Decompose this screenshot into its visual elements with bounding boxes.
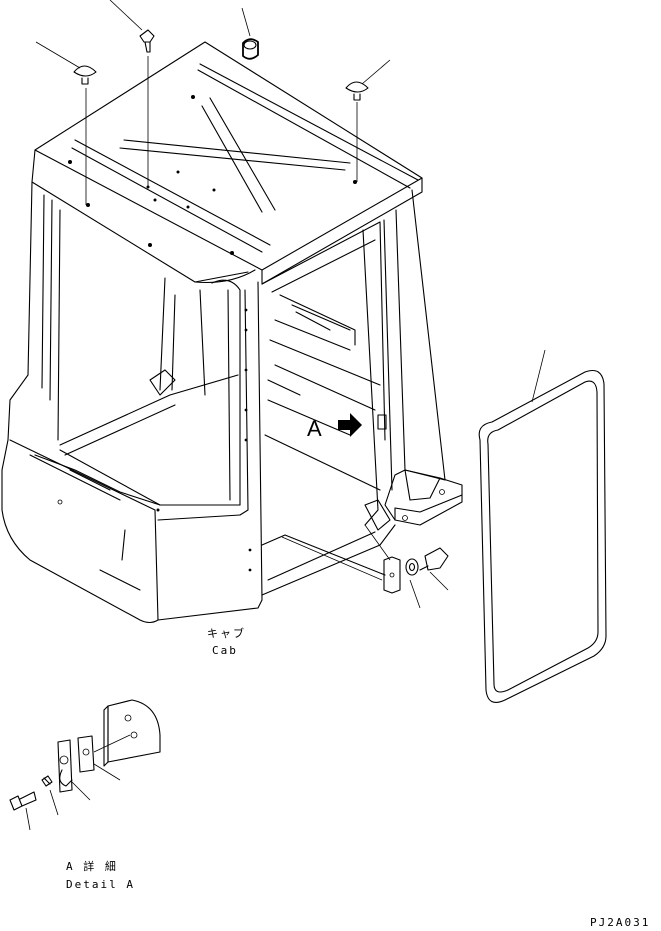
view-arrow <box>338 413 362 437</box>
cab-label-jp: キャブ <box>207 626 246 640</box>
detail-label-en: Detail A <box>66 878 135 891</box>
view-letter-a: A <box>307 416 322 441</box>
detail-label-jp: A 詳 細 <box>66 859 118 873</box>
window-seal <box>478 349 607 703</box>
detail-a-parts <box>9 699 161 831</box>
roof-fasteners <box>35 0 391 205</box>
drawing-code: PJ2A031 <box>590 916 650 929</box>
cab-assembly <box>1 41 463 624</box>
rear-fasteners <box>281 524 449 609</box>
cab-label-en: Cab <box>212 644 238 657</box>
